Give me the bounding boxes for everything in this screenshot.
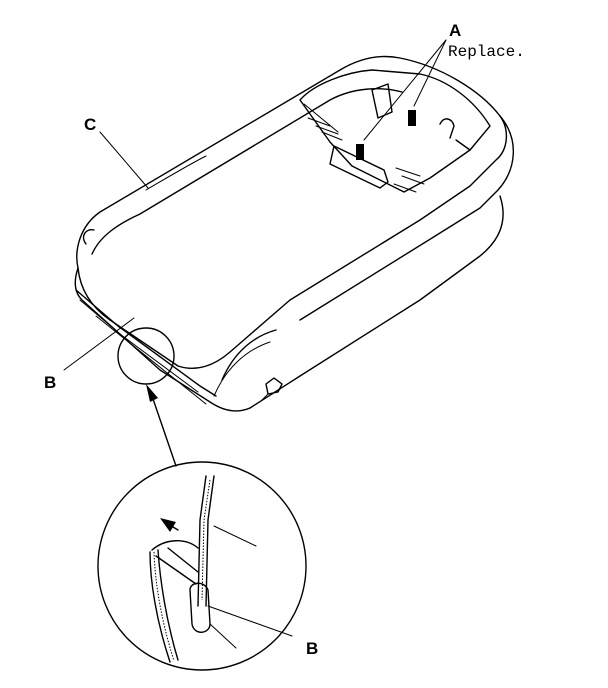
callout-a: A [449, 21, 461, 40]
detail-view [97, 461, 307, 671]
lid-cavity [299, 69, 491, 193]
armrest-lid [74, 55, 514, 412]
screw-a-right [408, 110, 416, 126]
callout-c: C [84, 115, 96, 134]
replace-note: Replace. [448, 43, 525, 61]
detail-arrow [146, 384, 177, 467]
callout-b-upper: B [44, 373, 56, 392]
leader-lines [63, 39, 447, 637]
screw-a-left [356, 144, 364, 160]
detail-circle [97, 461, 307, 671]
callout-b-lower: B [306, 639, 318, 658]
